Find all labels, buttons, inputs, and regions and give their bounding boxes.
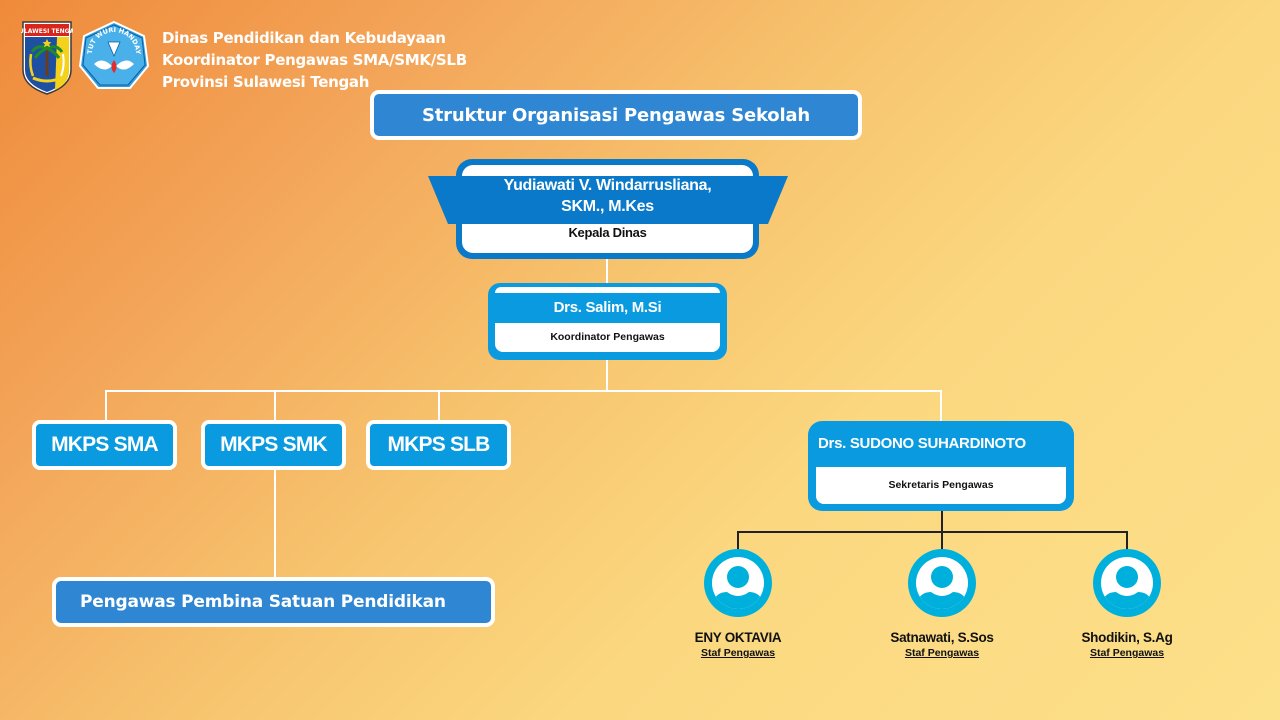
connector-to-staff-1 bbox=[737, 531, 739, 551]
tut-wuri-handayani-logo-icon: TUT WURI HANDAYANI bbox=[78, 20, 150, 89]
staff-role: Staf Pengawas bbox=[1089, 647, 1165, 659]
connector-to-mkps-sma bbox=[105, 390, 107, 422]
header-text: Dinas Pendidikan dan Kebudayaan Koordina… bbox=[162, 27, 467, 93]
head-name: Yudiawati V. Windarrusliana, SKM., M.Kes bbox=[456, 175, 759, 217]
staff-name: Shodikin, S.Ag bbox=[1081, 630, 1173, 645]
mkps-smk-box[interactable]: MKPS SMK bbox=[201, 420, 346, 470]
staff-member[interactable]: Satnawati, S.Sos Staf Pengawas bbox=[852, 548, 1032, 659]
header-line-agency: Dinas Pendidikan dan Kebudayaan bbox=[162, 29, 446, 47]
connector-secretary-down bbox=[941, 511, 943, 532]
staff-name: ENY OKTAVIA bbox=[694, 630, 782, 645]
connector-smk-to-pembina bbox=[274, 470, 276, 579]
connector-to-staff-2 bbox=[941, 531, 943, 551]
head-name-line1: Yudiawati V. Windarrusliana, bbox=[503, 177, 712, 194]
connector-to-secretary bbox=[940, 390, 942, 422]
connector-to-mkps-slb bbox=[438, 390, 440, 422]
coordinator-name: Drs. Salim, M.Si bbox=[553, 299, 662, 316]
head-name-ribbon bbox=[428, 176, 788, 224]
connector-head-to-coordinator bbox=[606, 259, 608, 285]
header-line-province: Provinsi Sulawesi Tengah bbox=[162, 73, 370, 91]
user-avatar-icon bbox=[704, 549, 772, 617]
connector-to-staff-3 bbox=[1126, 531, 1128, 551]
head-role: Kepala Dinas bbox=[568, 225, 647, 240]
secretary-name: Drs. SUDONO SUHARDINOTO bbox=[818, 435, 1026, 452]
coordinator-card-top-strip bbox=[495, 287, 720, 293]
user-avatar-icon bbox=[908, 549, 976, 617]
connector-horizontal-main bbox=[105, 390, 942, 392]
secretary-card[interactable]: Drs. SUDONO SUHARDINOTO Sekretaris Penga… bbox=[808, 421, 1074, 511]
connector-staff-horizontal bbox=[737, 531, 1128, 533]
secretary-role: Sekretaris Pengawas bbox=[816, 467, 1066, 504]
staff-role: Staf Pengawas bbox=[904, 647, 980, 659]
head-name-line2: SKM., M.Kes bbox=[561, 198, 654, 215]
svg-text:SULAWESI TENGAH: SULAWESI TENGAH bbox=[21, 28, 73, 35]
staff-member[interactable]: Shodikin, S.Ag Staf Pengawas bbox=[1037, 548, 1217, 659]
sulawesi-tengah-logo-icon: SULAWESI TENGAH bbox=[21, 21, 73, 95]
coordinator-role: Koordinator Pengawas bbox=[495, 323, 720, 352]
staff-role: Staf Pengawas bbox=[700, 647, 776, 659]
mkps-slb-box[interactable]: MKPS SLB bbox=[366, 420, 511, 470]
connector-coordinator-down bbox=[606, 360, 608, 391]
staff-name: Satnawati, S.Sos bbox=[890, 630, 994, 645]
pembina-box[interactable]: Pengawas Pembina Satuan Pendidikan bbox=[52, 577, 495, 627]
user-avatar-icon bbox=[1093, 549, 1161, 617]
mkps-sma-box[interactable]: MKPS SMA bbox=[32, 420, 177, 470]
connector-to-mkps-smk bbox=[274, 390, 276, 422]
header-line-coordinator: Koordinator Pengawas SMA/SMK/SLB bbox=[162, 51, 467, 69]
coordinator-card[interactable]: Drs. Salim, M.Si Koordinator Pengawas bbox=[488, 283, 727, 360]
staff-member[interactable]: ENY OKTAVIA Staf Pengawas bbox=[648, 548, 828, 659]
page-title: Struktur Organisasi Pengawas Sekolah bbox=[370, 90, 862, 140]
